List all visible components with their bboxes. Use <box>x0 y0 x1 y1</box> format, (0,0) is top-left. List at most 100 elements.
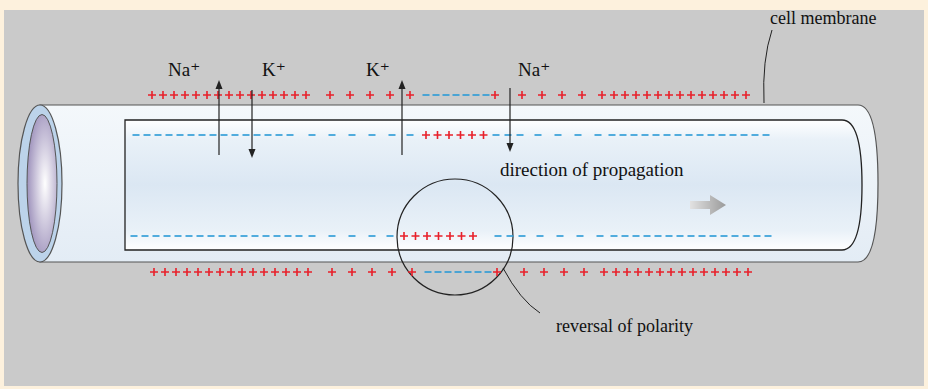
positive-charge <box>654 91 662 99</box>
part-label: cell membrane <box>770 9 876 29</box>
positive-charge <box>192 91 200 99</box>
positive-charge <box>518 91 526 99</box>
negative-charge <box>752 134 759 136</box>
positive-charge <box>667 268 675 276</box>
positive-charge <box>172 268 180 276</box>
negative-charge <box>369 235 376 237</box>
negative-charge <box>435 271 442 273</box>
positive-charge <box>643 91 651 99</box>
ion-flow-line <box>509 88 510 145</box>
ion-flow-head <box>399 80 406 89</box>
negative-charge <box>197 235 204 237</box>
positive-charge <box>368 268 376 276</box>
positive-charge <box>709 91 717 99</box>
positive-charge <box>150 268 158 276</box>
negative-charge <box>232 134 239 136</box>
ion-flow-line <box>218 87 219 155</box>
positive-charge <box>435 232 443 240</box>
negative-charge <box>252 235 259 237</box>
ion-flow-line <box>401 87 402 155</box>
negative-charge <box>287 134 294 136</box>
positive-charge <box>612 268 620 276</box>
positive-charge <box>258 91 266 99</box>
positive-charge <box>236 91 244 99</box>
negative-charge <box>611 235 618 237</box>
positive-charge <box>700 268 708 276</box>
negative-charge <box>453 94 460 96</box>
positive-charge <box>457 131 465 139</box>
negative-charge <box>622 235 629 237</box>
negative-charge <box>555 134 562 136</box>
positive-charge <box>194 268 202 276</box>
positive-charge <box>249 268 257 276</box>
positive-charge <box>558 91 566 99</box>
negative-charge <box>309 134 316 136</box>
positive-charge <box>598 91 606 99</box>
negative-charge <box>721 235 728 237</box>
positive-charge <box>610 91 618 99</box>
positive-charge <box>205 268 213 276</box>
axon-opening <box>27 115 57 253</box>
negative-charge <box>557 235 564 237</box>
negative-charge <box>455 271 462 273</box>
negative-charge <box>633 235 640 237</box>
negative-charge <box>219 235 226 237</box>
positive-charge <box>203 91 211 99</box>
negative-charge <box>465 271 472 273</box>
negative-charge <box>230 235 237 237</box>
negative-charge <box>369 134 376 136</box>
positive-charge <box>225 91 233 99</box>
negative-charge <box>177 134 184 136</box>
positive-charge <box>170 91 178 99</box>
positive-charge <box>600 268 608 276</box>
positive-charge <box>560 268 568 276</box>
negative-charge <box>309 235 316 237</box>
positive-charge <box>540 268 548 276</box>
positive-charge <box>711 268 719 276</box>
positive-charge <box>280 91 288 99</box>
positive-charge <box>291 91 299 99</box>
negative-charge <box>485 271 492 273</box>
negative-charge <box>329 235 336 237</box>
negative-charge <box>155 134 162 136</box>
positive-charge <box>161 268 169 276</box>
negative-charge <box>265 134 272 136</box>
negative-charge <box>407 134 414 136</box>
negative-charge <box>763 134 770 136</box>
negative-charge <box>296 235 303 237</box>
positive-charge <box>468 131 476 139</box>
negative-charge <box>575 134 582 136</box>
positive-charge <box>742 91 750 99</box>
negative-charge <box>445 271 452 273</box>
negative-charge <box>537 235 544 237</box>
negative-charge <box>473 94 480 96</box>
negative-charge <box>653 134 660 136</box>
negative-charge <box>423 94 430 96</box>
negative-charge <box>153 235 160 237</box>
negative-charge <box>443 94 450 96</box>
negative-charge <box>387 235 394 237</box>
negative-charge <box>210 134 217 136</box>
negative-charge <box>730 134 737 136</box>
positive-charge <box>744 268 752 276</box>
negative-charge <box>493 134 500 136</box>
negative-charge <box>686 134 693 136</box>
negative-charge <box>483 94 490 96</box>
negative-charge <box>710 235 717 237</box>
positive-charge <box>632 91 640 99</box>
positive-charge <box>676 91 684 99</box>
positive-charge <box>445 131 453 139</box>
positive-charge <box>733 268 741 276</box>
negative-charge <box>254 134 261 136</box>
positive-charge <box>328 268 336 276</box>
positive-charge <box>216 268 224 276</box>
negative-charge <box>597 235 604 237</box>
positive-charge <box>491 91 499 99</box>
positive-charge <box>348 268 356 276</box>
negative-charge <box>349 134 356 136</box>
positive-charge <box>181 91 189 99</box>
positive-charge <box>271 268 279 276</box>
negative-charge <box>285 235 292 237</box>
positive-charge <box>386 91 394 99</box>
positive-charge <box>731 91 739 99</box>
